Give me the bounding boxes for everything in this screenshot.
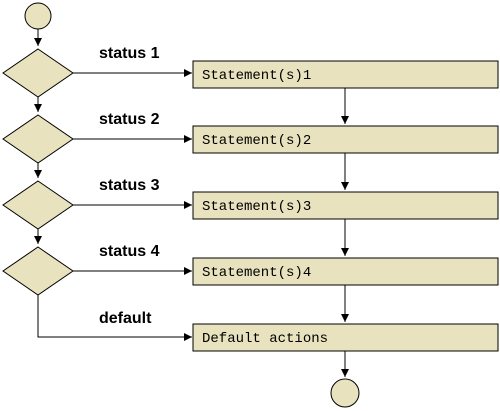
statement-box-1: [192, 60, 499, 89]
default-branch: default Default actions: [37, 295, 499, 377]
decision-diamond-1: [2, 48, 74, 98]
statement-label-4: Statement(s)4: [202, 265, 311, 281]
statement-box-4: [192, 257, 499, 286]
statement-label-3: Statement(s)3: [202, 199, 311, 215]
default-actions-label: Default actions: [202, 331, 328, 347]
decision-diamond-3: [2, 180, 74, 230]
branch-2: status 2 Statement(s)2: [2, 111, 499, 190]
statement-label-2: Statement(s)2: [202, 133, 311, 149]
start-terminal: [24, 2, 52, 30]
status-label-2: status 2: [99, 111, 160, 128]
default-connector: [37, 295, 192, 341]
decision-diamond-2: [2, 114, 74, 164]
end-terminal: [330, 378, 360, 408]
branch-4: status 4 Statement(s)4: [2, 243, 499, 322]
default-actions-box: [192, 323, 499, 352]
status-label-3: status 3: [99, 177, 160, 194]
statement-label-1: Statement(s)1: [202, 68, 311, 84]
status-label-4: status 4: [99, 243, 160, 260]
decision-diamond-4: [2, 246, 74, 296]
default-label: default: [99, 310, 152, 327]
statement-box-3: [192, 191, 499, 220]
branch-3: status 3 Statement(s)3: [2, 177, 499, 256]
branch-1: status 1 Statement(s)1: [2, 45, 499, 124]
status-label-1: status 1: [99, 45, 160, 62]
